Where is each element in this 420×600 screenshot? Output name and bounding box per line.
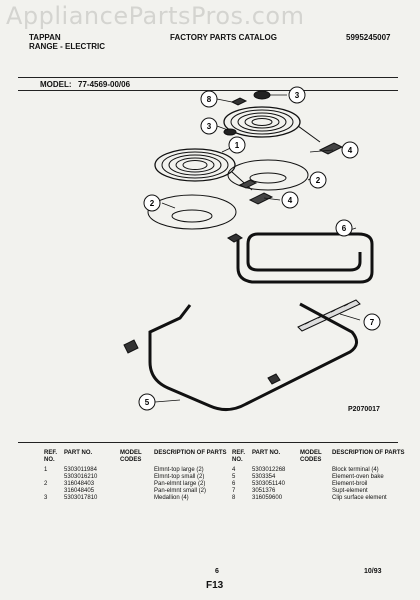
svg-text:5: 5 [145, 398, 150, 407]
leader-lines [154, 94, 361, 403]
svg-text:6: 6 [342, 224, 347, 233]
surface-element-large-front [154, 148, 253, 191]
svg-text:1: 1 [235, 141, 240, 150]
bake-terminal [267, 373, 281, 385]
header-desc: DESCRIPTION OF PARTS [154, 450, 227, 456]
svg-text:4: 4 [348, 146, 353, 155]
medallion-rear [253, 90, 271, 100]
table-rule [18, 442, 398, 443]
header-part: PART NO. [252, 450, 281, 456]
model-label: MODEL: [40, 80, 72, 89]
callout-4-rear: 4 [341, 141, 359, 159]
header-part: PART NO. [64, 450, 93, 456]
svg-text:2: 2 [316, 176, 321, 185]
watermark: AppliancePartsPros.com [6, 2, 305, 30]
svg-text:3: 3 [295, 91, 300, 100]
callout-4-front: 4 [281, 191, 299, 209]
medallion-front [223, 128, 237, 136]
callout-7: 7 [363, 313, 381, 331]
callout-3-front: 3 [200, 117, 218, 135]
drip-pan-rear [227, 159, 309, 191]
figure-id: P2070017 [348, 406, 380, 413]
catalog-number: 5995245007 [346, 33, 391, 42]
callout-6: 6 [335, 219, 353, 237]
callout-2-rear: 2 [309, 171, 327, 189]
header-ref: REF. NO. [44, 450, 58, 463]
drip-pan-front [147, 194, 237, 230]
element-support [297, 299, 361, 332]
svg-text:7: 7 [370, 318, 375, 327]
callout-5: 5 [138, 393, 156, 411]
broil-bracket [227, 233, 243, 243]
callout-8: 8 [200, 90, 218, 108]
svg-text:8: 8 [207, 95, 212, 104]
header-codes: MODEL CODES [120, 450, 142, 463]
broil-element [236, 232, 374, 284]
model-rule [18, 90, 398, 91]
header-desc: DESCRIPTION OF PARTS [332, 450, 405, 456]
callout-3-rear: 3 [288, 86, 306, 104]
terminal-block-mid [238, 179, 258, 189]
model-value: 77-4569-00/06 [78, 80, 131, 89]
header-codes: MODEL CODES [300, 450, 322, 463]
page-code: F13 [206, 580, 224, 591]
svg-text:3: 3 [207, 122, 212, 131]
callout-group: 8 3 3 1 4 2 4 2 [138, 86, 381, 411]
parts-table-left: REF. NO. PART NO. MODEL CODES DESCRIPTIO… [44, 450, 231, 502]
header-ref: REF. NO. [232, 450, 246, 463]
category: RANGE - ELECTRIC [29, 42, 105, 51]
date: 10/93 [364, 568, 382, 575]
bake-bracket [123, 339, 139, 354]
terminal-block-front [248, 192, 274, 205]
surface-element-small-rear [223, 106, 321, 143]
page-number: 6 [215, 568, 219, 575]
callout-2-front: 2 [143, 194, 161, 212]
parts-table-right: REF. NO. PART NO. MODEL CODES DESCRIPTIO… [232, 450, 409, 502]
catalog-title: FACTORY PARTS CATALOG [170, 33, 277, 42]
exploded-diagram: 8 3 3 1 4 2 4 2 [123, 86, 381, 411]
callout-1: 1 [228, 136, 246, 154]
bake-element [148, 302, 358, 411]
svg-text:2: 2 [150, 199, 155, 208]
header-rule [18, 77, 398, 78]
brand: TAPPAN [29, 33, 61, 42]
terminal-block-rear [318, 142, 344, 155]
svg-text:4: 4 [288, 196, 293, 205]
clip-top [230, 97, 248, 106]
